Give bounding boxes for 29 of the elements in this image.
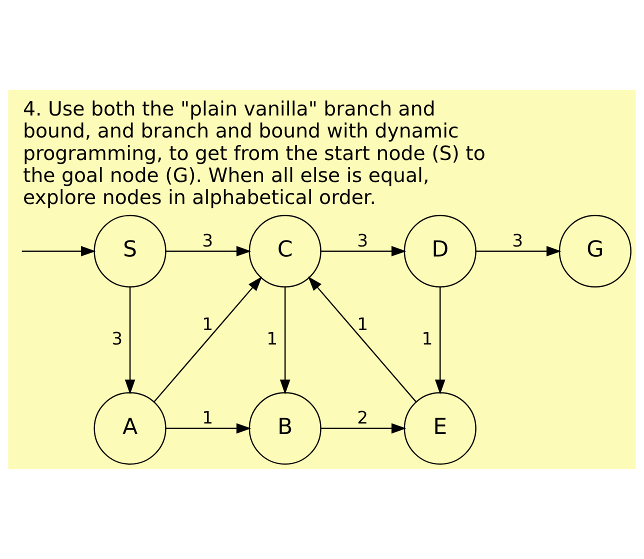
node-circle: S — [94, 214, 166, 288]
edge-label: 3 — [357, 232, 368, 252]
arrow — [166, 423, 252, 434]
arrow — [22, 246, 96, 256]
arrow — [434, 287, 446, 394]
edge-label: 2 — [357, 408, 368, 429]
edge-label: 1 — [202, 315, 214, 336]
arrow — [320, 246, 406, 256]
arrow — [280, 287, 290, 394]
edge-label: 3 — [202, 232, 214, 252]
edge-label: 1 — [266, 329, 278, 350]
diagram-title: 4. Use both the "plain vanilla" branch and bound, and branch and bound with dynamic programming, to get from the start node (S) to the goal node (G). When all else is equal, explore nodes in alphabetical order. — [22, 98, 486, 210]
node-circle: D — [404, 214, 476, 288]
edge-label: 1 — [202, 408, 214, 429]
node-circle: G — [558, 214, 632, 288]
edge-label: 3 — [112, 329, 123, 350]
edge-label: 1 — [422, 329, 433, 350]
node-circle: C — [248, 214, 322, 288]
arrow — [166, 246, 252, 256]
node-circle: A — [94, 392, 166, 465]
arrow — [154, 276, 262, 402]
edge-label: 3 — [512, 232, 524, 252]
arrow — [124, 287, 136, 394]
node-circle: B — [248, 392, 322, 465]
arrow — [308, 276, 416, 402]
node-circle: E — [404, 392, 476, 465]
edge-label: 1 — [357, 315, 368, 336]
arrow — [476, 246, 562, 256]
arrow — [320, 423, 406, 434]
